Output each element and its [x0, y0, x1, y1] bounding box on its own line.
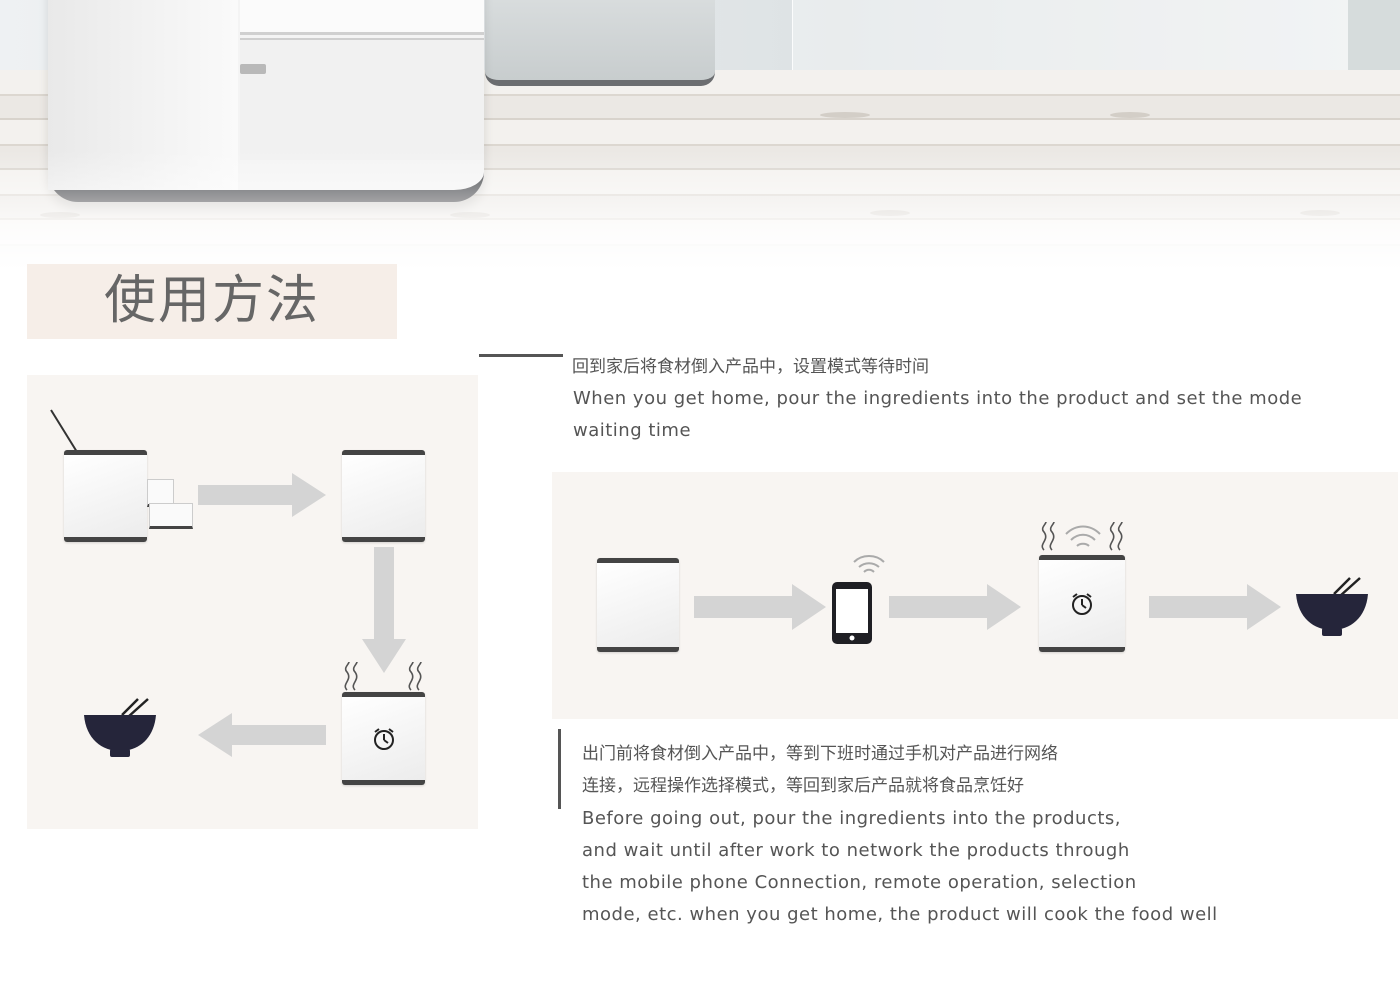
arrow-right-icon: [1149, 584, 1281, 630]
appliance-drawer-bottom: [240, 38, 484, 160]
rice-bowl-icon: [1296, 577, 1368, 636]
arrow-right-icon: [198, 473, 326, 517]
diagram-panel-remote: [552, 472, 1398, 719]
wood-knot: [1110, 112, 1150, 118]
hero-fade: [0, 150, 1400, 270]
remote-instructions-cn-2: 连接，远程操作选择模式，等回到家后产品就将食品烹饪好: [582, 776, 1024, 796]
hero-kitchen-image: [0, 0, 1400, 270]
appliance-handle: [240, 64, 266, 74]
drawer-out-icon: [149, 503, 193, 529]
title-box: 使用方法: [27, 264, 397, 339]
arrow-down-icon: [362, 547, 406, 673]
product-closed-icon: [597, 558, 679, 652]
steam-wifi-icon: [1041, 522, 1123, 551]
alarm-clock-icon: [1072, 592, 1092, 615]
hero-window-edge: [1348, 0, 1400, 70]
smartphone-icon: [832, 582, 872, 644]
product-cooking-wifi-timer-icon: [1039, 555, 1125, 652]
home-instructions-cn: 回到家后将食材倒入产品中，设置模式等待时间: [572, 357, 929, 377]
home-instructions-en-2: waiting time: [573, 420, 692, 441]
product-cooking-timer-icon: [342, 692, 425, 785]
diagram-panel-home: [27, 375, 478, 829]
page-title: 使用方法: [103, 271, 320, 331]
remote-instructions-en-1: Before going out, pour the ingredients i…: [582, 808, 1121, 829]
wifi-icon: [853, 555, 885, 573]
arrow-right-icon: [889, 584, 1021, 630]
antenna-icon: [50, 409, 78, 453]
arrow-right-icon: [694, 584, 826, 630]
arrow-left-icon: [198, 713, 326, 757]
remote-instructions-cn-1: 出门前将食材倒入产品中，等到下班时通过手机对产品进行网络: [582, 744, 1058, 764]
remote-instructions-en-3: the mobile phone Connection, remote oper…: [582, 872, 1137, 893]
product-with-drawers-icon: [64, 450, 147, 542]
drawer-out-icon: [147, 479, 174, 507]
wood-knot: [820, 112, 870, 118]
product-closed-icon: [342, 450, 425, 542]
alarm-clock-icon: [373, 727, 394, 750]
hero-appliance-back: [485, 0, 715, 86]
appliance-drawer-top: [240, 0, 484, 35]
home-instructions-en-1: When you get home, pour the ingredients …: [573, 388, 1303, 409]
section-divider-bar: [558, 729, 561, 809]
section-divider-dash: [479, 354, 563, 357]
rice-bowl-icon: [84, 698, 156, 757]
steam-icon: [344, 662, 422, 691]
remote-instructions-en-4: mode, etc. when you get home, the produc…: [582, 904, 1218, 925]
remote-instructions-en-2: and wait until after work to network the…: [582, 840, 1130, 861]
